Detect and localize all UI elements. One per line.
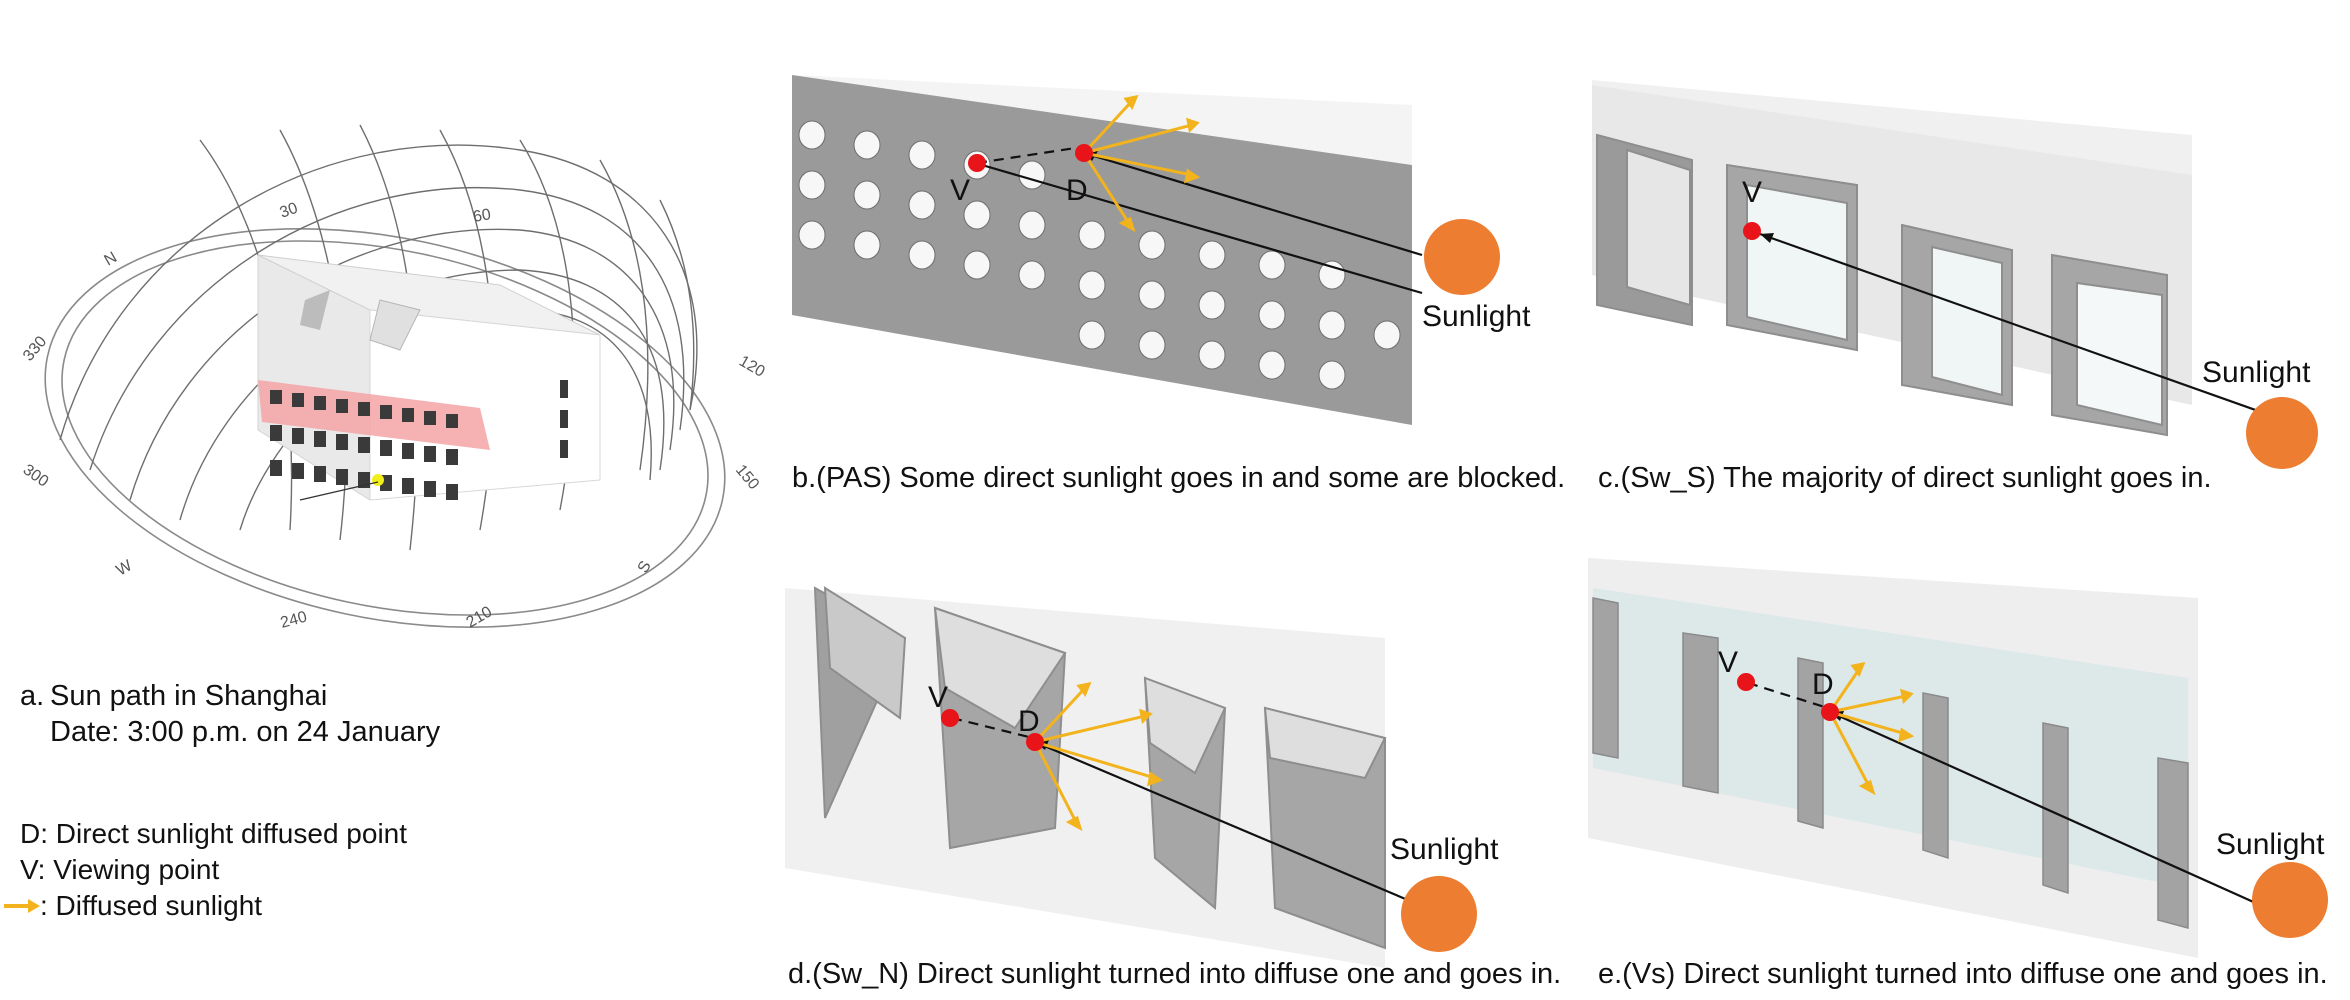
legend-arrow-text: : Diffused sunlight [40, 890, 263, 921]
caption-d: d.(Sw_N) Direct sunlight turned into dif… [788, 958, 1562, 990]
label-v-e: V [1718, 646, 1739, 679]
viewing-point-e [1737, 673, 1755, 691]
label-v-b: V [950, 174, 971, 207]
panel-b-render [792, 25, 1500, 425]
building-model [257, 254, 601, 501]
diffused-point-e [1821, 703, 1839, 721]
horizon-inner-ring [61, 240, 709, 616]
sun-c [2246, 397, 2318, 469]
label-v-d: V [928, 681, 949, 714]
caption-a-line1: Sun path in Shanghai [50, 680, 328, 712]
sensor-marker [372, 474, 384, 486]
viewing-point-d [941, 709, 959, 727]
panel-d-render [785, 528, 1477, 968]
compass-label-s: S [635, 558, 655, 576]
viewing-point-c [1743, 222, 1761, 240]
panel-c-render [1592, 25, 2318, 469]
sun-path-diagram: N 30 60 120 150 S 210 240 W 300 330 [20, 124, 768, 632]
compass-label-30: 30 [278, 200, 301, 222]
label-sunlight-b: Sunlight [1422, 300, 1531, 333]
compass-label-240: 240 [279, 609, 309, 632]
legend-v: V: Viewing point [20, 854, 220, 885]
viewing-point-b [968, 154, 986, 172]
diffused-point-b [1075, 144, 1093, 162]
caption-b: b.(PAS) Some direct sunlight goes in and… [792, 462, 1566, 494]
compass-label-w: W [114, 557, 136, 580]
compass-label-60: 60 [472, 206, 493, 226]
compass-label-120: 120 [736, 353, 768, 381]
caption-c: c.(Sw_S) The majority of direct sunlight… [1598, 462, 2212, 494]
label-d-b: D [1066, 174, 1088, 207]
sawtooth-shading-d [813, 586, 1387, 950]
sawtooth-shading-c [1596, 133, 2168, 437]
legend-d: D: Direct sunlight diffused point [20, 818, 408, 849]
compass-label-330: 330 [20, 333, 50, 364]
label-sunlight-e: Sunlight [2216, 828, 2325, 861]
sun-b [1424, 219, 1500, 295]
horizon-outer-ring [44, 227, 726, 629]
label-d-e: D [1812, 668, 1834, 701]
diffused-point-d [1026, 733, 1044, 751]
label-d-d: D [1018, 705, 1040, 738]
compass-label-150: 150 [732, 462, 762, 493]
perforated-screen [792, 75, 1412, 425]
vertical-fins-e [1592, 597, 2189, 929]
label-sunlight-d: Sunlight [1390, 833, 1499, 866]
label-sunlight-c: Sunlight [2202, 356, 2311, 389]
legend-arrow-icon [4, 899, 40, 913]
sun-e [2252, 862, 2328, 938]
caption-a-letter: a. [20, 680, 45, 712]
caption-a-line2: Date: 3:00 p.m. on 24 January [50, 716, 441, 748]
caption-e: e.(Vs) Direct sunlight turned into diffu… [1598, 958, 2328, 990]
compass-label-n: N [102, 249, 121, 270]
label-v-c: V [1742, 176, 1763, 209]
compass-label-300: 300 [20, 461, 52, 490]
sun-d [1401, 876, 1477, 952]
panel-e-render [1588, 528, 2328, 958]
